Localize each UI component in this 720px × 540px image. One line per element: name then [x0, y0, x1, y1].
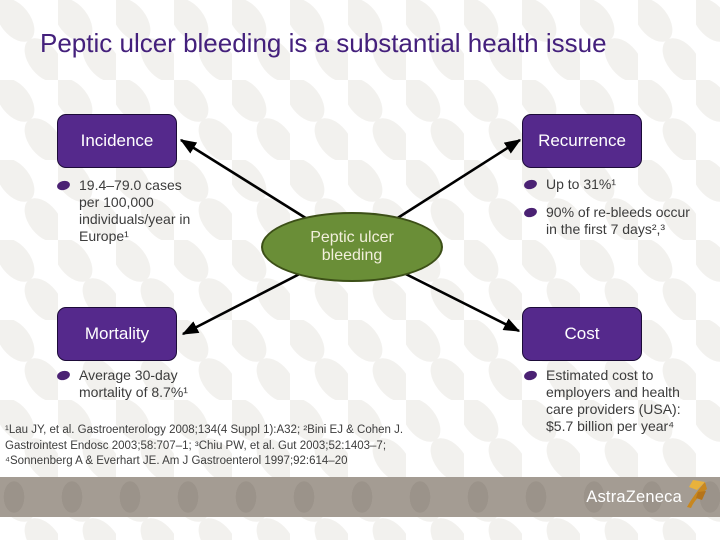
- center-node-line2: bleeding: [321, 247, 383, 264]
- node-mortality: Mortality: [57, 307, 177, 361]
- bullet-icon: [56, 369, 71, 382]
- bullet-item: 19.4–79.0 cases per 100,000 individuals/…: [56, 177, 203, 245]
- recurrence-bullets: Up to 31%¹ 90% of re-bleeds occur in the…: [523, 176, 696, 238]
- bullet-item: Average 30-day mortality of 8.7%¹: [56, 367, 203, 401]
- bullet-icon: [523, 206, 538, 219]
- bullet-text: 19.4–79.0 cases per 100,000 individuals/…: [79, 177, 191, 244]
- reference-line: Gastrointest Endosc 2003;58:707–1; ³Chiu…: [5, 439, 387, 452]
- node-recurrence: Recurrence: [522, 114, 642, 168]
- reference-line: ¹Lau JY, et al. Gastroenterology 2008;13…: [5, 424, 404, 436]
- astrazeneca-logo-icon: [687, 480, 707, 508]
- node-incidence-label: Incidence: [80, 131, 154, 150]
- bullet-text: 90% of re-bleeds occur in the first 7 da…: [546, 204, 690, 237]
- references: ¹Lau JY, et al. Gastroenterology 2008;13…: [5, 423, 403, 470]
- node-mortality-label: Mortality: [84, 324, 150, 343]
- node-incidence: Incidence: [57, 114, 177, 168]
- node-cost-label: Cost: [564, 324, 600, 343]
- bullet-item: Estimated cost to employers and health c…: [523, 367, 696, 435]
- slide-title: Peptic ulcer bleeding is a substantial h…: [40, 28, 607, 58]
- bullet-icon: [56, 179, 71, 192]
- bullet-text: Estimated cost to employers and health c…: [546, 367, 681, 434]
- bullet-item: 90% of re-bleeds occur in the first 7 da…: [523, 204, 696, 238]
- mortality-bullets: Average 30-day mortality of 8.7%¹: [56, 367, 203, 401]
- bullet-text: Up to 31%¹: [546, 176, 617, 192]
- bullet-item: Up to 31%¹: [523, 176, 696, 193]
- astrazeneca-logo: AstraZeneca: [586, 477, 708, 517]
- center-node-line1: Peptic ulcer: [310, 229, 394, 246]
- footer-band: AstraZeneca: [0, 477, 720, 517]
- cost-bullets: Estimated cost to employers and health c…: [523, 367, 696, 435]
- reference-line: ⁴Sonnenberg A & Everhart JE. Am J Gastro…: [5, 455, 348, 468]
- incidence-bullets: 19.4–79.0 cases per 100,000 individuals/…: [56, 177, 203, 245]
- center-node-ellipse: Peptic ulcer bleeding: [261, 212, 443, 282]
- node-recurrence-label: Recurrence: [538, 131, 626, 150]
- bullet-icon: [523, 178, 538, 191]
- node-cost: Cost: [522, 307, 642, 361]
- bullet-icon: [523, 369, 538, 382]
- bullet-text: Average 30-day mortality of 8.7%¹: [79, 367, 188, 400]
- astrazeneca-logo-text: AstraZeneca: [586, 487, 682, 506]
